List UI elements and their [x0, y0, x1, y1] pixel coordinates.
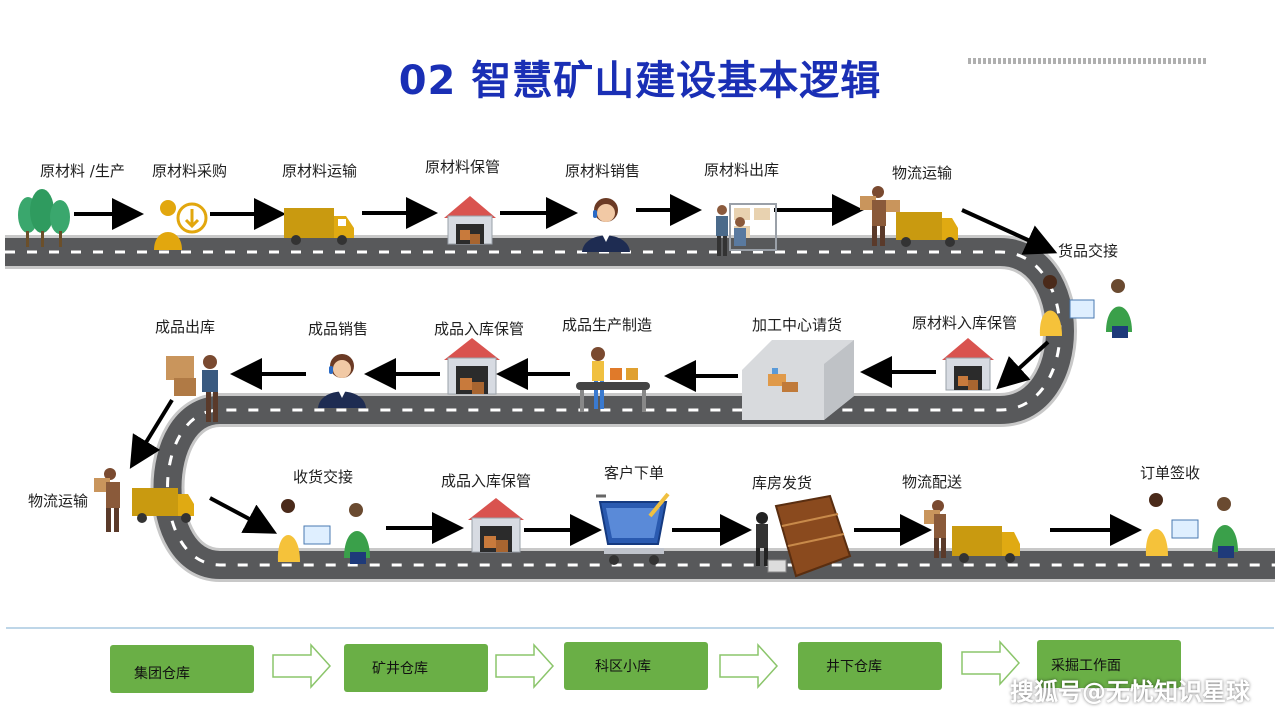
arrow-r2-0 [996, 340, 1050, 390]
warehouse-icon-row2 [942, 338, 994, 391]
processing-room-icon [742, 340, 854, 420]
label-row1-2: 原材料运输 [282, 162, 357, 180]
label-row1-4: 原材料销售 [565, 162, 640, 180]
handover-icon [1039, 275, 1132, 338]
label-row1-3: 原材料保管 [425, 158, 500, 176]
handover-icon-row3-end [1145, 493, 1238, 558]
shopping-cart-icon [596, 492, 670, 565]
workers-cart-icon [716, 203, 777, 256]
truck-icon [284, 208, 354, 245]
label-row3-0: 收货交接 [293, 468, 353, 486]
page-title: 02 智慧矿山建设基本逻辑 [398, 58, 882, 104]
label-row3-2: 客户下单 [604, 464, 664, 482]
label-row2-0: 原材料入库保管 [912, 314, 1017, 332]
service-agent-icon [582, 198, 630, 252]
arrow-r2-6 [129, 398, 174, 469]
row3-labels: 收货交接 成品入库保管 客户下单 库房发货 物流配送 订单签收 [293, 464, 1200, 492]
label-row1-6: 物流运输 [892, 164, 952, 182]
decorative-dots [968, 58, 1208, 64]
label-row1-5: 原材料出库 [704, 161, 779, 179]
flow-box-2: 科区小库 [564, 642, 708, 690]
flow-box-1: 矿井仓库 [344, 644, 488, 692]
warehouse-icon-row2-b [444, 338, 500, 395]
watermark: 搜狐号@无忧知识星球 [1010, 678, 1250, 706]
row3-arrows [209, 496, 1142, 546]
purchase-person-icon [154, 200, 208, 250]
row1-labels: 原材料 /生产 原材料采购 原材料运输 原材料保管 原材料销售 原材料出库 物流… [40, 158, 1118, 260]
row2-arrows [129, 340, 1050, 469]
arrow-r3-0 [209, 496, 278, 534]
label-row1-1: 原材料采购 [152, 162, 227, 180]
flow-box-3: 井下仓库 [798, 642, 942, 690]
conveyor-icon [576, 347, 650, 412]
label-row3-5: 订单签收 [1140, 464, 1200, 482]
label-row3-3: 库房发货 [752, 474, 812, 492]
flow-arrow-4 [961, 640, 1021, 686]
label-curve-right: 货品交接 [1058, 242, 1118, 260]
flow-box-0-label: 集团仓库 [134, 665, 190, 682]
label-row2-4: 成品销售 [308, 320, 368, 338]
label-row2-2: 成品生产制造 [562, 316, 652, 334]
warehouse-icon [444, 196, 496, 245]
bottom-flow: 集团仓库 矿井仓库 科区小库 井下仓库 采掘工作面 [110, 640, 1181, 693]
flow-box-4-label: 采掘工作面 [1051, 658, 1121, 674]
warehouse-icon-row3 [468, 498, 524, 553]
flow-arrow-1 [272, 643, 332, 689]
courier-truck-icon [860, 186, 958, 247]
label-row2-3: 成品入库保管 [434, 320, 524, 338]
arrow-r1-7 [961, 208, 1058, 255]
handover-icon-row3 [277, 499, 370, 564]
flow-arrow-2 [495, 643, 555, 689]
flow-box-3-label: 井下仓库 [826, 659, 882, 675]
label-row1-0: 原材料 /生产 [40, 162, 125, 180]
label-row2-5: 成品出库 [155, 318, 215, 336]
service-agent-icon-row2 [318, 354, 366, 408]
flow-box-1-label: 矿井仓库 [372, 661, 428, 677]
label-row2-1: 加工中心请货 [752, 316, 842, 334]
label-row3-4: 物流配送 [902, 473, 962, 491]
label-row3-1: 成品入库保管 [441, 472, 531, 490]
flow-box-4: 采掘工作面 [1037, 640, 1181, 688]
row1-arrows [74, 194, 1058, 255]
flow-box-0: 集团仓库 [110, 645, 254, 693]
row2-labels: 原材料入库保管 加工中心请货 成品生产制造 成品入库保管 成品销售 成品出库 物… [28, 314, 1017, 510]
flow-box-2-label: 科区小库 [595, 659, 651, 675]
trees-icon [18, 189, 70, 247]
courier-truck-icon-row3 [924, 500, 1020, 563]
label-curve-left: 物流运输 [28, 492, 88, 510]
shelf-worker-icon [756, 494, 852, 578]
worker-box-icon [166, 355, 218, 422]
flow-arrow-3 [719, 643, 779, 689]
courier-truck-icon-left [94, 468, 194, 532]
